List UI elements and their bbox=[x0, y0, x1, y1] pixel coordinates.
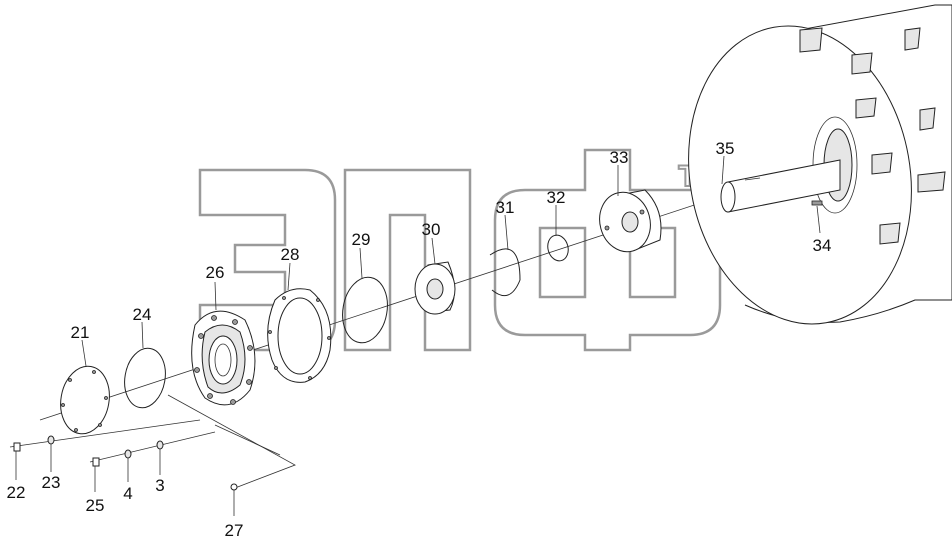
label-part-34: 34 bbox=[813, 236, 832, 255]
washer-part-23 bbox=[47, 435, 55, 445]
bolt-part-22 bbox=[13, 442, 21, 452]
flange-housing-part-26 bbox=[191, 310, 256, 406]
gasket-part-28 bbox=[267, 288, 332, 383]
retaining-ring-part-31 bbox=[489, 248, 521, 297]
o-ring-part-29 bbox=[342, 276, 388, 344]
label-part-26: 26 bbox=[206, 263, 225, 282]
key-part-34 bbox=[811, 200, 823, 206]
label-part-30: 30 bbox=[422, 220, 441, 239]
cover-plate-part-21 bbox=[60, 365, 110, 435]
label-part-29: 29 bbox=[352, 230, 371, 249]
label-part-25: 25 bbox=[86, 496, 105, 515]
watermark-logo bbox=[198, 148, 722, 352]
label-part-3: 3 bbox=[155, 476, 164, 495]
disc-part-33 bbox=[599, 189, 662, 253]
label-part-32: 32 bbox=[547, 188, 566, 207]
small-ring-part-32 bbox=[547, 234, 569, 262]
fitting-part-27 bbox=[230, 483, 238, 491]
drum-housing-part-35 bbox=[688, 4, 952, 325]
label-part-24: 24 bbox=[133, 305, 152, 324]
label-part-21: 21 bbox=[71, 323, 90, 342]
washer-part-4 bbox=[124, 449, 132, 459]
bolt-part-25 bbox=[92, 457, 100, 467]
label-part-35: 35 bbox=[716, 139, 735, 158]
label-part-4: 4 bbox=[123, 484, 132, 503]
hardware-fasteners bbox=[9, 394, 296, 491]
label-part-33: 33 bbox=[610, 148, 629, 167]
label-part-27: 27 bbox=[225, 521, 244, 540]
o-ring-part-24 bbox=[124, 347, 166, 409]
label-part-22: 22 bbox=[7, 483, 26, 502]
label-part-31: 31 bbox=[496, 198, 515, 217]
nut-part-3 bbox=[156, 440, 164, 450]
label-part-28: 28 bbox=[281, 245, 300, 264]
bearing-part-30 bbox=[414, 261, 456, 315]
label-part-23: 23 bbox=[42, 473, 61, 492]
leader-lines bbox=[15, 155, 821, 516]
